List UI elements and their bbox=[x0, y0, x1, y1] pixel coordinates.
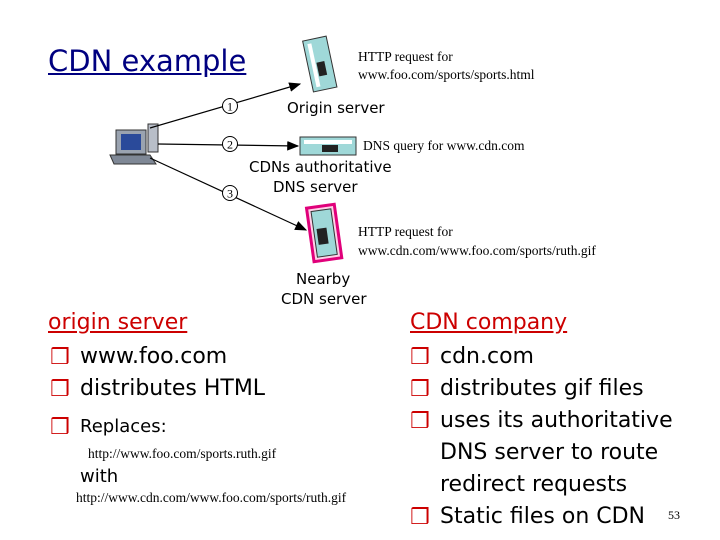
cdn-list-item-cont: DNS server to route bbox=[410, 437, 673, 469]
replacement-url: http://www.cdn.com/www.foo.com/sports/ru… bbox=[76, 490, 347, 505]
http-request-1-line2: www.foo.com/sports/sports.html bbox=[358, 67, 535, 82]
cdn-dns-label-line1: CDNs authoritative bbox=[249, 158, 392, 176]
bullet-icon: ❒ bbox=[50, 377, 70, 402]
step-3-marker: 3 bbox=[222, 185, 238, 201]
dns-server-icon bbox=[299, 136, 357, 156]
cdn-server-icon bbox=[304, 202, 344, 264]
bullet-icon: ❒ bbox=[50, 415, 70, 440]
cdn-list-item: ❒ uses its authoritative bbox=[410, 405, 673, 437]
cdn-list-item: ❒ Static files on CDN bbox=[410, 501, 673, 533]
cdn-list-item: ❒ distributes gif files bbox=[410, 373, 673, 405]
http-request-3-line1: HTTP request for bbox=[358, 224, 453, 239]
nearby-cdn-label-line2: CDN server bbox=[281, 290, 367, 308]
bullet-icon: ❒ bbox=[410, 505, 430, 530]
step-1-number: 1 bbox=[227, 100, 233, 114]
step-3-number: 3 bbox=[227, 187, 233, 201]
http-request-1-line1: HTTP request for bbox=[358, 49, 453, 64]
step-2-marker: 2 bbox=[222, 136, 238, 152]
origin-server-label: Origin server bbox=[287, 99, 385, 117]
cdn-list-item-cont: redirect requests bbox=[410, 469, 673, 501]
origin-list-item: ❒ www.foo.com bbox=[50, 341, 265, 373]
cdn-item-text: uses its authoritative bbox=[440, 408, 673, 433]
origin-item-text: Replaces: bbox=[80, 416, 167, 437]
page-number: 53 bbox=[668, 508, 680, 522]
origin-list-item: ❒ Replaces: bbox=[50, 411, 265, 443]
cdn-dns-label-line2: DNS server bbox=[273, 178, 358, 196]
cdn-company-list: ❒ cdn.com ❒ distributes gif files ❒ uses it… bbox=[410, 341, 673, 533]
origin-item-text: distributes HTML bbox=[80, 376, 266, 401]
origin-server-list: ❒ www.foo.com ❒ distributes HTML ❒ Replaces… bbox=[50, 341, 265, 443]
origin-server-heading: origin server bbox=[48, 310, 188, 335]
step-2-number: 2 bbox=[227, 138, 233, 152]
bullet-icon: ❒ bbox=[410, 377, 430, 402]
replaced-url: http://www.foo.com/sports.ruth.gif bbox=[88, 446, 277, 461]
with-label: with bbox=[80, 466, 119, 487]
cdn-item-text: Static files on CDN bbox=[440, 504, 646, 529]
dns-query-label: DNS query for www.cdn.com bbox=[363, 138, 525, 153]
origin-list-item: ❒ distributes HTML bbox=[50, 373, 265, 405]
bullet-icon: ❒ bbox=[410, 409, 430, 434]
bullet-icon: ❒ bbox=[50, 345, 70, 370]
cdn-item-text: redirect requests bbox=[440, 472, 628, 497]
nearby-cdn-label-line1: Nearby bbox=[296, 270, 351, 288]
step-1-marker: 1 bbox=[222, 98, 238, 114]
slide-title: CDN example bbox=[48, 44, 247, 78]
origin-server-icon bbox=[302, 35, 338, 93]
cdn-item-text: distributes gif files bbox=[440, 376, 644, 401]
client-computer-icon bbox=[109, 123, 159, 165]
bullet-icon: ❒ bbox=[410, 345, 430, 370]
http-request-3-line2: www.cdn.com/www.foo.com/sports/ruth.gif bbox=[358, 243, 596, 258]
cdn-list-item: ❒ cdn.com bbox=[410, 341, 673, 373]
cdn-item-text: DNS server to route bbox=[440, 440, 659, 465]
cdn-company-heading: CDN company bbox=[410, 310, 568, 335]
cdn-item-text: cdn.com bbox=[440, 344, 534, 369]
origin-item-text: www.foo.com bbox=[80, 344, 228, 369]
